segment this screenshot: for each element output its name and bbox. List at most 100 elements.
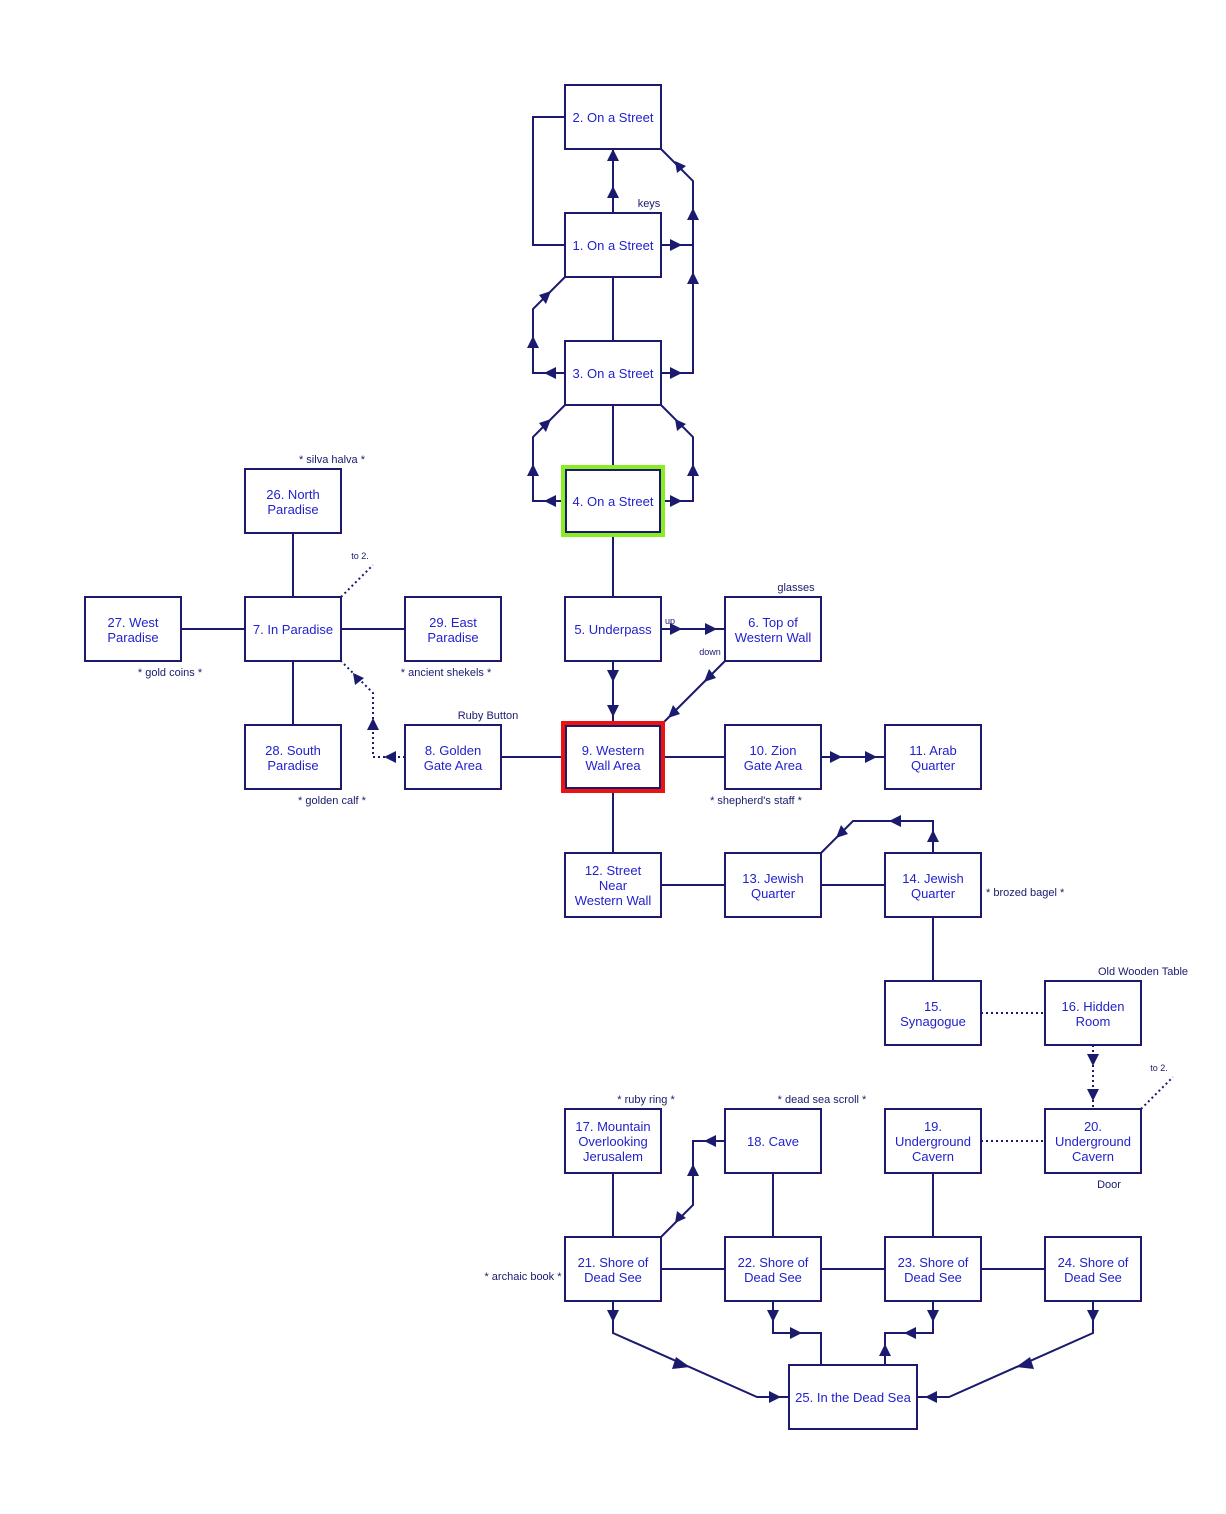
room-4-box-start[interactable] bbox=[561, 465, 665, 537]
room-23-box[interactable] bbox=[884, 1236, 982, 1302]
room-25-box[interactable] bbox=[788, 1364, 918, 1430]
arrow-icon bbox=[927, 830, 939, 842]
room-26-box[interactable] bbox=[244, 468, 342, 534]
room-7-label: 7. In Paradise bbox=[253, 622, 333, 637]
arrow-icon bbox=[384, 751, 396, 763]
arrow-icon bbox=[672, 1357, 690, 1369]
arrow-icon bbox=[889, 815, 901, 827]
room-4-label: 4. On a Street bbox=[573, 494, 654, 509]
room-27-box[interactable] bbox=[84, 596, 182, 662]
arrow-icon bbox=[705, 623, 717, 635]
room-12-box[interactable] bbox=[564, 852, 662, 918]
room-5-label: 5. Underpass bbox=[574, 622, 652, 637]
room-15-box[interactable] bbox=[884, 980, 982, 1046]
note-shepherds-staff: * shepherd's staff * bbox=[710, 795, 803, 807]
arrow-icon bbox=[925, 1391, 937, 1403]
note-to-2-cavern: to 2. bbox=[1150, 1063, 1168, 1073]
room-9-box-end[interactable] bbox=[561, 721, 665, 793]
room-19-box[interactable] bbox=[884, 1108, 982, 1174]
arrow-icon bbox=[670, 495, 682, 507]
annotations: keys glasses up down * silva halva * to … bbox=[138, 198, 1188, 1283]
arrow-icon bbox=[367, 718, 379, 730]
path-1-2-left bbox=[532, 116, 565, 246]
room-24-box[interactable] bbox=[1044, 1236, 1142, 1302]
arrow-icon bbox=[544, 367, 556, 379]
note-up: up bbox=[665, 616, 675, 626]
room-16-box[interactable] bbox=[1044, 980, 1142, 1046]
room-14-box[interactable] bbox=[884, 852, 982, 918]
arrow-icon bbox=[527, 464, 539, 476]
room-4-box-inner bbox=[565, 469, 661, 533]
room-3-box[interactable] bbox=[564, 340, 662, 406]
note-keys: keys bbox=[638, 198, 661, 210]
arrow-icon bbox=[1087, 1054, 1099, 1066]
arrow-icon bbox=[607, 186, 619, 198]
arrow-icon bbox=[790, 1327, 802, 1339]
note-silva-halva: * silva halva * bbox=[299, 454, 366, 466]
room-1-box[interactable] bbox=[564, 212, 662, 278]
room-labels: 2. On a Street 1. On a Street 3. On a St… bbox=[107, 110, 1131, 1405]
path-20-to-2-exit bbox=[1140, 1076, 1174, 1110]
room-28-box[interactable] bbox=[244, 724, 342, 790]
note-golden-calf: * golden calf * bbox=[298, 795, 367, 807]
room-6-box[interactable] bbox=[724, 596, 822, 662]
arrow-icon bbox=[1087, 1089, 1099, 1101]
path-4-to-3-right bbox=[660, 404, 694, 502]
room-5-box[interactable] bbox=[564, 596, 662, 662]
room-2-box[interactable] bbox=[564, 84, 662, 150]
path-21-to-25 bbox=[612, 1301, 789, 1398]
path-21-to-18 bbox=[660, 1140, 725, 1238]
room-boxes bbox=[84, 84, 1142, 1430]
room-1-label: 1. On a Street bbox=[573, 238, 654, 253]
room-7-box[interactable] bbox=[244, 596, 342, 662]
arrow-icon bbox=[539, 291, 551, 304]
room-29-box[interactable] bbox=[404, 596, 502, 662]
room-10-box[interactable] bbox=[724, 724, 822, 790]
arrow-icon bbox=[830, 751, 842, 763]
room-15-label: 15.Synagogue bbox=[900, 999, 966, 1029]
note-ruby-button: Ruby Button bbox=[458, 710, 519, 722]
note-dead-sea-scroll: * dead sea scroll * bbox=[778, 1094, 867, 1106]
connections bbox=[181, 116, 1174, 1403]
arrow-icon bbox=[687, 464, 699, 476]
arrow-icon bbox=[769, 1391, 781, 1403]
room-3-label: 3. On a Street bbox=[573, 366, 654, 381]
note-brozed-bagel: * brozed bagel * bbox=[986, 887, 1065, 899]
note-archaic-book: * archaic book * bbox=[484, 1271, 562, 1283]
room-8-box[interactable] bbox=[404, 724, 502, 790]
arrow-icon bbox=[1087, 1310, 1099, 1322]
room-13-box[interactable] bbox=[724, 852, 822, 918]
arrow-icon bbox=[687, 208, 699, 220]
room-11-box[interactable] bbox=[884, 724, 982, 790]
path-3-to-1-left bbox=[532, 276, 566, 374]
note-ruby-ring: * ruby ring * bbox=[617, 1094, 675, 1106]
room-17-box[interactable] bbox=[564, 1108, 662, 1174]
note-to-2-paradise: to 2. bbox=[351, 551, 369, 561]
room-2-label: 2. On a Street bbox=[573, 110, 654, 125]
arrow-icon bbox=[675, 161, 686, 173]
path-right-loop bbox=[660, 148, 694, 374]
room-22-box[interactable] bbox=[724, 1236, 822, 1302]
note-door: Door bbox=[1097, 1179, 1121, 1191]
arrow-icon bbox=[607, 705, 619, 717]
path-4-to-3-left bbox=[532, 404, 566, 502]
note-old-wooden-table: Old Wooden Table bbox=[1098, 966, 1188, 978]
arrow-icon bbox=[607, 149, 619, 161]
room-18-box[interactable] bbox=[724, 1108, 822, 1174]
room-20-box[interactable] bbox=[1044, 1108, 1142, 1174]
room-21-box[interactable] bbox=[564, 1236, 662, 1302]
note-down: down bbox=[699, 647, 721, 657]
